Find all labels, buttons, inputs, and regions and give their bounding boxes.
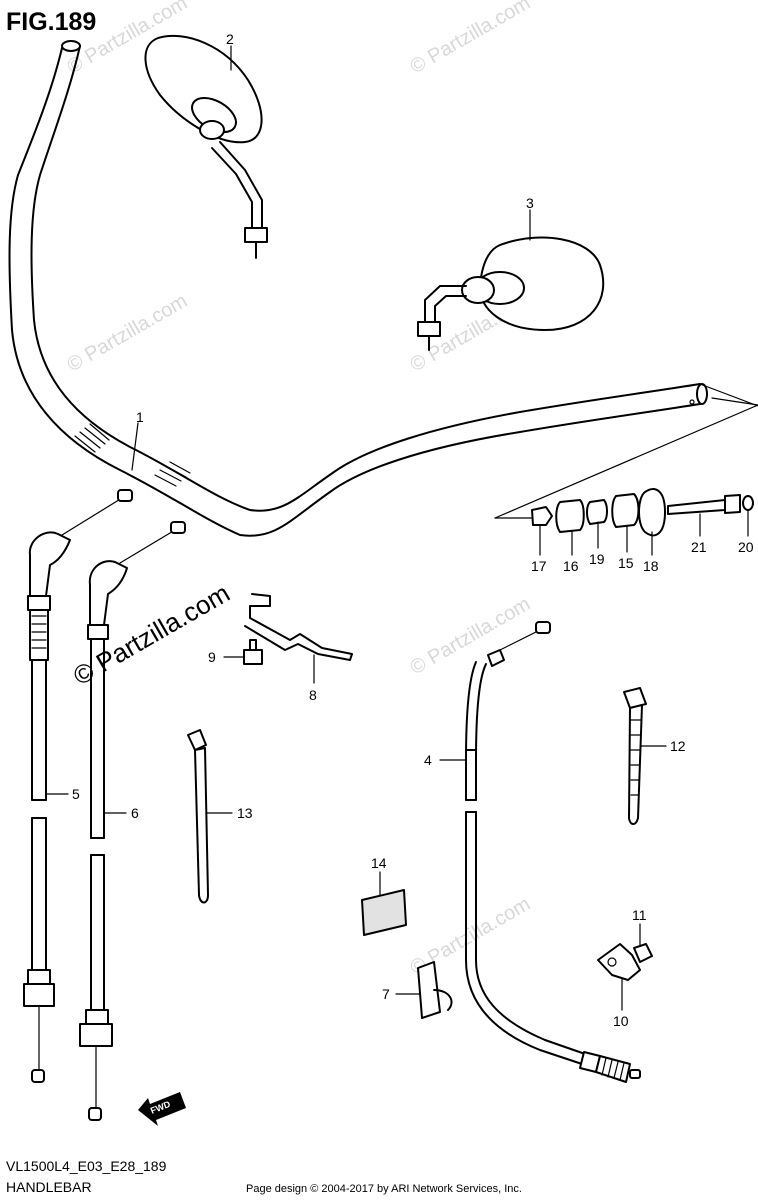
cable-part-6 (79, 521, 186, 1121)
collar-part-19 (586, 499, 608, 525)
washer-part-20 (742, 495, 754, 511)
figure-title: FIG.189 (6, 8, 96, 36)
copyright-credit: Page design © 2004-2017 by ARI Network S… (246, 1183, 522, 1195)
callout-19: 19 (589, 551, 605, 567)
fwd-arrow: FWD (138, 1092, 186, 1126)
clamp-part-7 (417, 961, 453, 1019)
callout-8: 8 (309, 687, 317, 703)
section-title: HANDLEBAR (6, 1179, 92, 1195)
callout-21: 21 (691, 539, 707, 555)
watermark: © Partzilla.com (407, 0, 535, 78)
weight-part-18 (638, 488, 666, 537)
callout-18: 18 (643, 558, 659, 574)
handlebar-part-1 (8, 40, 758, 537)
callout-13: 13 (237, 805, 253, 821)
callout-5: 5 (72, 786, 80, 802)
callout-9: 9 (208, 649, 216, 665)
callout-6: 6 (131, 805, 139, 821)
callouts: 1 2 3 4 5 6 7 8 9 10 11 12 13 14 15 16 1… (72, 31, 754, 1029)
watermark: © Partzilla.com (64, 290, 192, 376)
nut-part-17 (531, 506, 553, 526)
callout-14: 14 (371, 855, 387, 871)
bolt-part-11 (633, 943, 653, 963)
bar-end-parts (494, 404, 758, 537)
clamp-part-10 (597, 943, 641, 981)
bolt-part-9 (243, 639, 263, 665)
spacer-part-16 (555, 499, 585, 533)
bracket-part-8 (244, 593, 353, 661)
callout-15: 15 (618, 555, 634, 571)
cable-part-4 (465, 621, 641, 1083)
callout-3: 3 (526, 195, 534, 211)
cable-tie-part-13 (187, 729, 209, 904)
callout-7: 7 (382, 986, 390, 1002)
cable-part-5 (23, 489, 133, 1083)
callout-11: 11 (632, 907, 647, 923)
cable-tie-part-12 (623, 687, 647, 825)
leader-lines (45, 45, 749, 1011)
callout-20: 20 (738, 539, 754, 555)
callout-2: 2 (226, 31, 234, 47)
callout-12: 12 (670, 738, 686, 754)
callout-10: 10 (613, 1013, 629, 1029)
callout-4: 4 (424, 752, 432, 768)
callout-1: 1 (136, 409, 144, 425)
label-part-14 (361, 889, 407, 936)
model-code: VL1500L4_E03_E28_189 (6, 1158, 167, 1174)
callout-17: 17 (531, 558, 547, 574)
watermarks: © Partzilla.com © Partzilla.com © Partzi… (64, 0, 535, 979)
mirror-part-3 (417, 236, 605, 351)
damper-part-15 (611, 493, 640, 528)
bolt-part-21 (667, 499, 726, 515)
callout-16: 16 (563, 558, 579, 574)
mirror-part-2 (144, 34, 268, 259)
watermark: © Partzilla.com (407, 593, 535, 679)
